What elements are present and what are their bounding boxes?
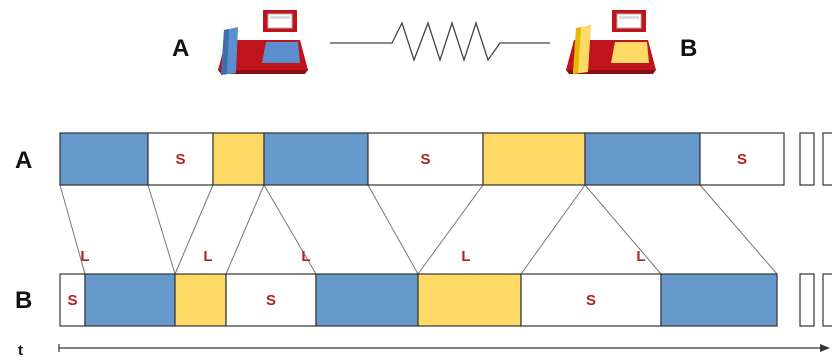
phone-a-icon xyxy=(218,10,308,75)
row-b-segment-talk-a xyxy=(84,273,176,327)
row-b-segment-talk-a xyxy=(660,273,778,327)
latency-connector-line xyxy=(263,184,317,275)
row-a-segment-silence xyxy=(699,132,785,186)
latency-connector-line xyxy=(59,184,86,275)
row-b-segment-talk-a xyxy=(315,273,419,327)
time-axis-arrow xyxy=(58,344,830,352)
latency-label: L xyxy=(301,248,310,265)
latency-connector-line xyxy=(367,184,419,275)
row-a-segment-talk-b xyxy=(212,132,265,186)
latency-label: L xyxy=(80,248,89,265)
latency-connector-line xyxy=(147,184,176,275)
latency-lines xyxy=(59,184,778,275)
row-b-segment-talk-b xyxy=(417,273,522,327)
row-a-segment-talk-b xyxy=(482,132,586,186)
row-b-silence-label: S xyxy=(586,292,596,309)
time-axis-label: t xyxy=(18,342,23,359)
row-b-silence-label: S xyxy=(266,292,276,309)
row-a-segment-talk-a xyxy=(59,132,149,186)
row-b-silence-label: S xyxy=(67,292,77,309)
latency-label: L xyxy=(203,248,212,265)
header-label-b: B xyxy=(680,35,697,62)
latency-label: L xyxy=(461,248,470,265)
row-a-silence-label: S xyxy=(737,151,747,168)
latency-connector-line xyxy=(417,184,484,275)
row-a-silence-label: S xyxy=(175,151,185,168)
row-b-segment-silence xyxy=(225,273,317,327)
row-a-segment-talk-a xyxy=(584,132,701,186)
row-b-continuation xyxy=(799,273,832,327)
row-a-continuation xyxy=(799,132,832,186)
latency-connector-line xyxy=(520,184,586,275)
zigzag-link-icon xyxy=(330,20,550,63)
latency-connector-line xyxy=(584,184,662,275)
row-a-label: A xyxy=(15,147,32,174)
header-label-a: A xyxy=(172,35,189,62)
row-b-segment-talk-b xyxy=(174,273,227,327)
latency-connector-line xyxy=(699,184,778,275)
row-a-segment-silence xyxy=(147,132,214,186)
phone-b-icon xyxy=(566,10,656,74)
latency-connector-line xyxy=(174,184,214,275)
row-a-silence-label: S xyxy=(420,151,430,168)
latency-label: L xyxy=(636,248,645,265)
row-b-segment-silence xyxy=(520,273,662,327)
row-a-segment-talk-a xyxy=(263,132,369,186)
row-b-label: B xyxy=(15,287,32,314)
latency-connector-line xyxy=(225,184,265,275)
